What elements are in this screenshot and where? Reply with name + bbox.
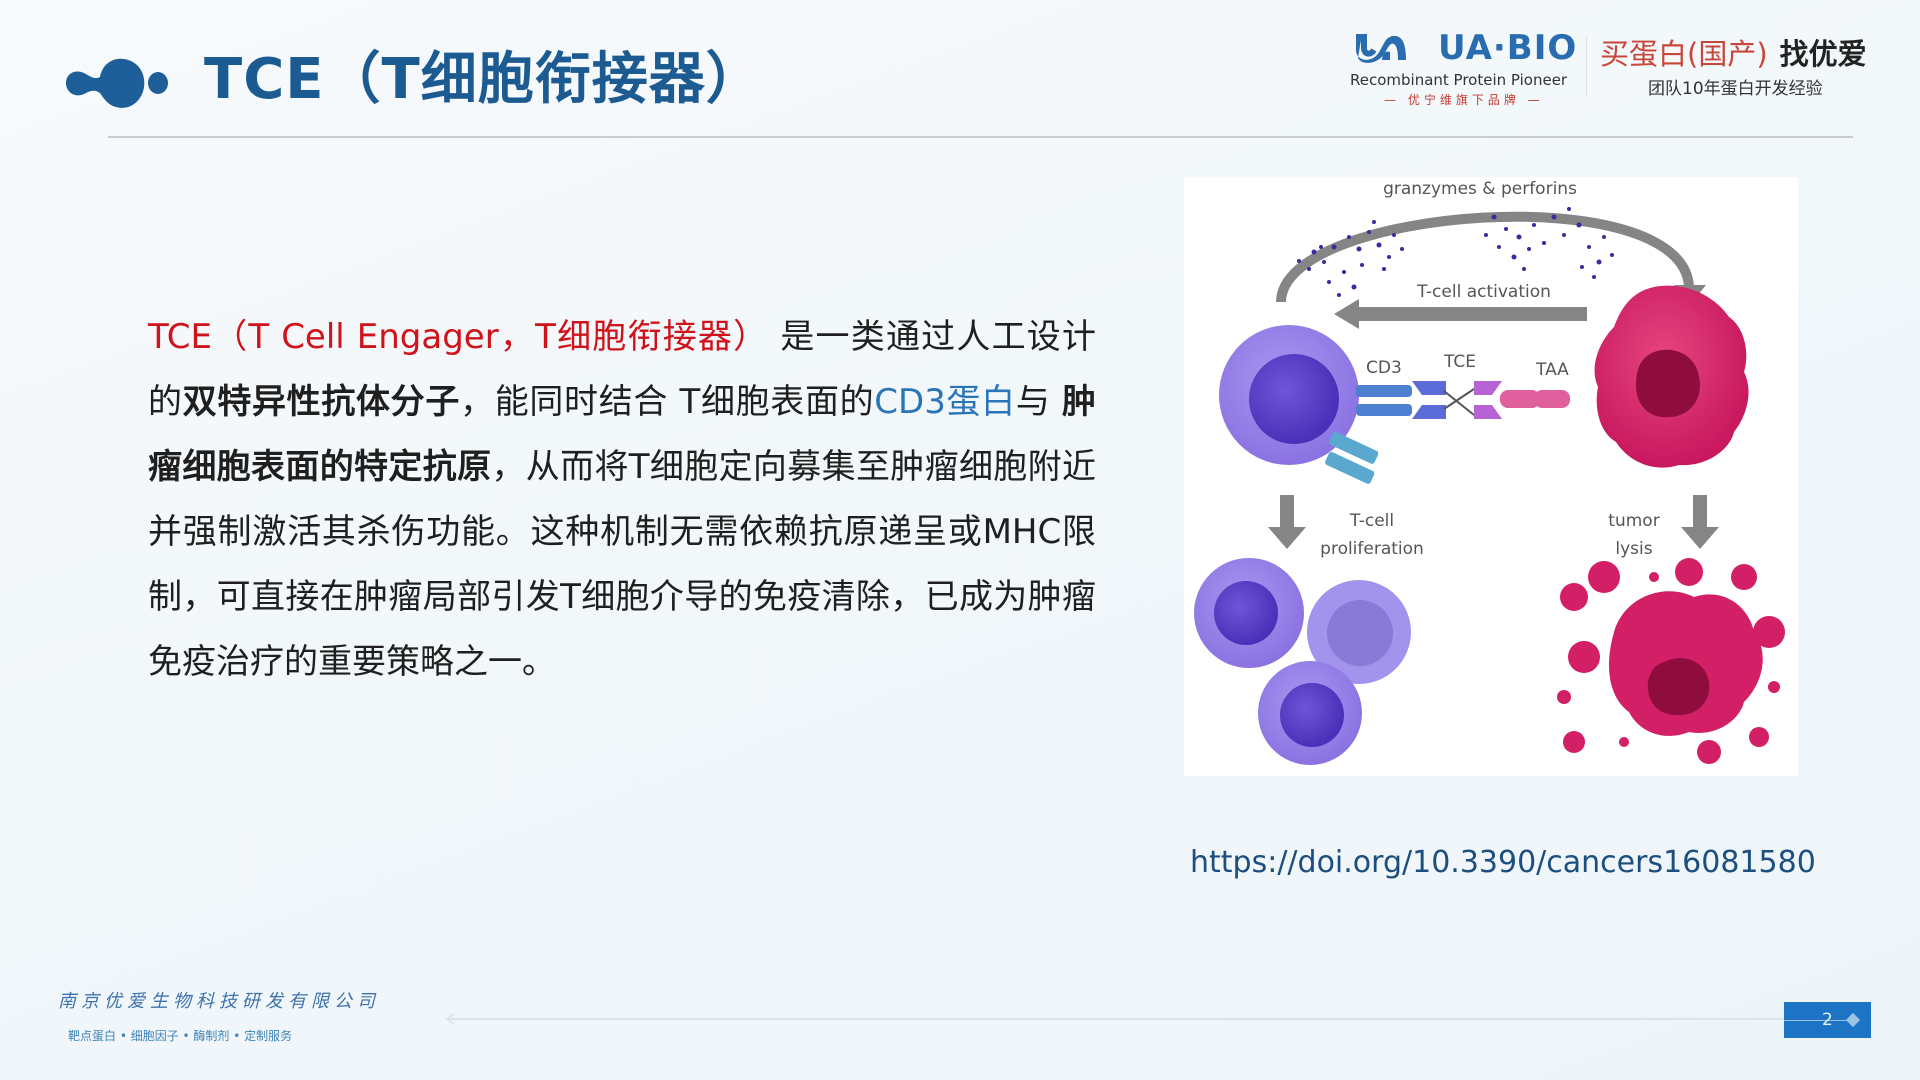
ua-bio-logo-icon	[1356, 34, 1406, 63]
cd3-highlight: CD3蛋白	[874, 382, 1016, 422]
label-proliferation-1: T-cell	[1349, 511, 1394, 531]
tce-mechanism-diagram: granzymes & perforins T-cell activation …	[1184, 177, 1798, 776]
title-divider	[108, 136, 1853, 138]
tcr-receptor	[1329, 431, 1379, 464]
page-title: TCE（T细胞衔接器）	[204, 47, 763, 112]
granules	[1297, 207, 1614, 297]
label-granzymes: granzymes & perforins	[1383, 179, 1577, 199]
label-activation: T-cell activation	[1416, 282, 1551, 302]
text-segment: 是一类通过人工设计的	[148, 317, 1096, 422]
cytotoxic-arc-arrow	[1276, 211, 1694, 303]
title-bullet-icon	[66, 58, 168, 108]
slogan: 买蛋白(国产) 找优爱	[1600, 34, 1867, 74]
label-lysis-2: lysis	[1615, 539, 1652, 559]
slogan-red: 买蛋白(国产)	[1600, 37, 1768, 71]
slogan-subtitle: 团队10年蛋白开发经验	[1648, 79, 1823, 99]
cd3-receptor	[1356, 385, 1412, 397]
label-tce: TCE	[1443, 352, 1476, 372]
diamond-icon	[1845, 1012, 1861, 1028]
brand-tagline: Recombinant Protein Pioneer	[1350, 71, 1568, 89]
text-segment: ，从而将T细胞定向募集至肿瘤细胞附近并强制激活其杀伤功能。这种机制无需依赖抗原递…	[148, 447, 1096, 682]
company-name: 南京优爱生物科技研发有限公司	[58, 991, 380, 1012]
proliferation-arrow	[1268, 527, 1306, 549]
activation-arrow	[1334, 299, 1359, 329]
slogan-dark: 找优爱	[1779, 37, 1867, 71]
bold-term: 双特异性抗体分子	[182, 382, 461, 422]
label-proliferation-2: proliferation	[1320, 539, 1424, 559]
doi-reference-link[interactable]: https://doi.org/10.3390/cancers16081580	[1190, 845, 1816, 880]
description-paragraph: TCE（T Cell Engager，T细胞衔接器） 是一类通过人工设计的双特异…	[148, 305, 1096, 695]
taa-antigen	[1500, 390, 1540, 408]
tce-arm-taa	[1474, 381, 1502, 395]
label-taa: TAA	[1535, 360, 1569, 380]
text-segment: 与	[1015, 382, 1063, 422]
label-cd3: CD3	[1366, 358, 1402, 378]
proliferating-t-cells	[1194, 558, 1411, 765]
brand-separator	[1586, 36, 1587, 96]
lysis-arrow	[1681, 527, 1719, 549]
page-number-box: 2	[1784, 1002, 1871, 1038]
page-number: 2	[1822, 1010, 1833, 1030]
page-box-line	[1784, 1020, 1854, 1021]
brand-name: UA·BIO	[1438, 28, 1578, 68]
term-highlight: TCE（T Cell Engager，T细胞衔接器）	[148, 317, 769, 357]
text-segment: ，能同时结合 T细胞表面的	[460, 382, 875, 422]
tce-arm-cd3	[1412, 381, 1446, 395]
label-lysis-1: tumor	[1608, 511, 1659, 531]
company-services: 靶点蛋白 • 细胞因子 • 酶制剂 • 定制服务	[68, 1029, 293, 1043]
brand-sub-label: — 优宁维旗下品牌 —	[1384, 93, 1544, 107]
footer-line	[448, 1018, 1788, 1020]
diagram-svg: granzymes & perforins T-cell activation …	[1194, 179, 1785, 765]
footer-arrow-left-icon	[445, 1013, 455, 1025]
bold-term: 肿瘤细胞表面的特定抗原	[148, 382, 1097, 487]
